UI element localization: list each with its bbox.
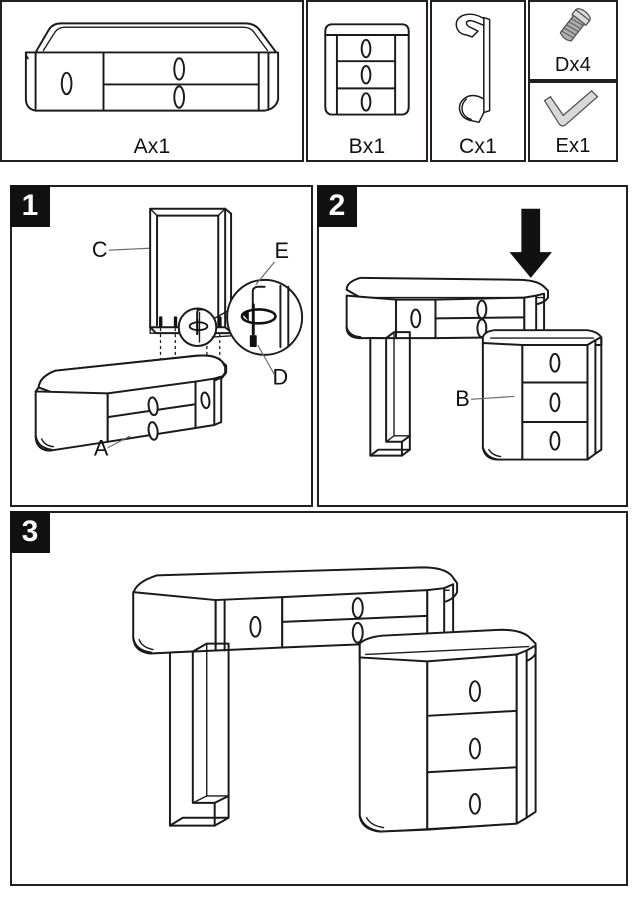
step2-desk-assembly <box>345 276 550 457</box>
step-2-panel: 2 <box>317 185 628 507</box>
u-shaped-leg-icon <box>432 2 524 132</box>
step1-part-a-desktop <box>34 354 228 452</box>
step3-cabinet-b <box>358 628 537 833</box>
part-cell-c: Cx1 <box>430 0 526 162</box>
step-1-badge: 1 <box>10 185 50 227</box>
step1-labels: A C E D <box>92 237 289 461</box>
part-label-d: Dx4 <box>554 54 592 76</box>
step-1-illustration: A C E D <box>12 187 311 505</box>
parts-list: Ax1 <box>0 0 618 162</box>
part-label-a: Ax1 <box>133 135 171 158</box>
step1-label-c: C <box>92 237 108 262</box>
step-3-illustration <box>12 513 626 884</box>
step2-down-arrow <box>509 208 552 278</box>
step2-labels: B <box>455 386 515 411</box>
bolt-screw-icon <box>530 2 616 53</box>
three-drawer-cabinet-icon <box>308 2 426 132</box>
part-cell-e: Ex1 <box>528 81 618 162</box>
step1-label-a: A <box>94 436 109 461</box>
step-3-panel: 3 <box>10 511 628 886</box>
step2-label-b: B <box>455 386 469 411</box>
step3-u-leg <box>168 642 230 827</box>
step-2-illustration: B <box>319 187 626 505</box>
step1-label-e: E <box>274 238 288 263</box>
step-3-badge: 3 <box>10 511 50 553</box>
allen-key-icon <box>530 83 616 134</box>
step1-detail-circle-small-contents <box>188 308 209 343</box>
part-label-c: Cx1 <box>459 135 497 158</box>
step-1-panel: 1 <box>10 185 313 507</box>
part-label-e: Ex1 <box>555 135 591 157</box>
part-cell-a: Ax1 <box>0 0 304 162</box>
step2-cabinet-b <box>481 329 603 461</box>
part-cell-d: Dx4 <box>528 0 618 81</box>
step-2-badge: 2 <box>317 185 357 227</box>
part-cell-b: Bx1 <box>306 0 428 162</box>
step1-detail-circle <box>177 278 304 356</box>
desk-top-with-drawers-icon <box>2 2 302 132</box>
step1-label-d: D <box>273 365 289 390</box>
part-label-b: Bx1 <box>348 135 386 158</box>
